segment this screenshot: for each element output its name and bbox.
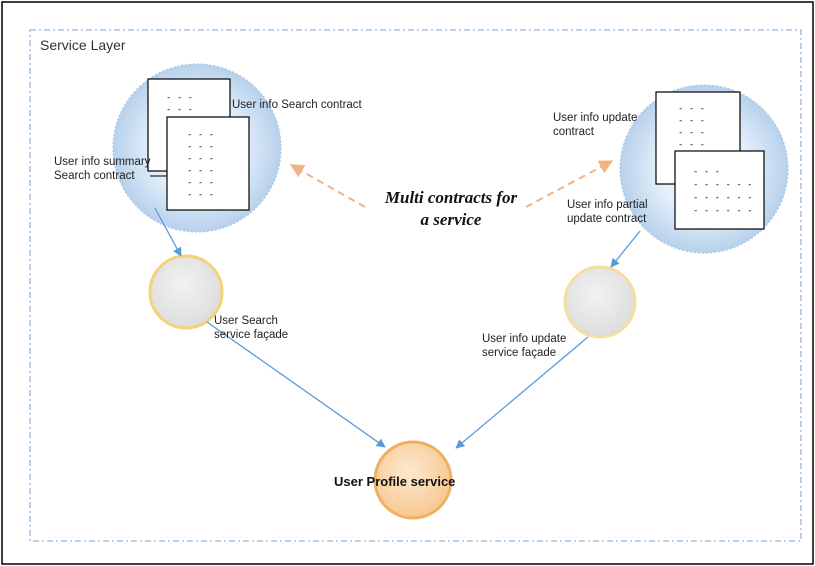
arrow-search-facade-to-core (206, 321, 386, 448)
service-layer-boundary (29, 29, 802, 542)
summary-search-contract-document: - - - - - - - - - - - - - - - - - - (166, 116, 250, 211)
partial-update-contract-label-line1: User info partial (567, 199, 648, 211)
svg-text:- - -: - - - (678, 128, 705, 138)
arrow-multi-contracts-right (525, 160, 614, 208)
svg-text:- - - - - -: - - - - - - (693, 193, 753, 203)
multi-contracts-note-line1: Multi contracts for (384, 188, 518, 207)
partial-update-contract-document: - - - - - - - - - - - - - - - - - - - - … (674, 150, 765, 230)
svg-text:- - -: - - - (187, 154, 214, 164)
update-contract-label: User info update contract (553, 111, 637, 139)
update-facade-label: User info update service façade (482, 332, 566, 360)
user-profile-service-node (373, 440, 453, 520)
summary-contract-label-line2: Search contract (54, 170, 135, 182)
service-layer-title: Service Layer (40, 37, 126, 53)
svg-text:- - -: - - - (678, 116, 705, 126)
svg-text:- - - - - -: - - - - - - (693, 180, 753, 190)
search-facade-node (148, 254, 224, 330)
svg-text:- - -: - - - (187, 142, 214, 152)
partial-update-contract-label: User info partial update contract (567, 198, 648, 226)
multi-contracts-note: Multi contracts for a service (370, 187, 532, 231)
search-facade-label-line1: User Search (214, 315, 278, 327)
svg-text:- - -: - - - (187, 130, 214, 140)
svg-text:- - -: - - - (187, 190, 214, 200)
arrow-multi-contracts-left (289, 164, 366, 208)
svg-text:- - -: - - - (678, 104, 705, 114)
update-facade-label-line2: service façade (482, 347, 557, 359)
search-facade-label-line2: service façade (214, 329, 289, 341)
summary-contract-label-line1: User info summary (54, 156, 151, 168)
svg-text:- - -: - - - (166, 105, 193, 115)
user-profile-service-label: User Profile service (334, 474, 456, 489)
arrow-update-facade-to-core (455, 336, 589, 449)
svg-text:- - -: - - - (166, 93, 193, 103)
search-contract-label: User info Search contract (232, 99, 362, 111)
update-facade-label-line1: User info update (482, 333, 567, 345)
svg-text:- - -: - - - (693, 167, 720, 177)
multi-contracts-note-line2: a service (420, 210, 482, 229)
arrow-search-contract-to-facade (154, 207, 182, 257)
summary-contract-label: User info summary Search contract (54, 155, 151, 183)
search-facade-label: User Search service façade (214, 314, 288, 342)
svg-text:- - -: - - - (187, 178, 214, 188)
svg-text:- - - - - -: - - - - - - (693, 206, 753, 216)
svg-text:- - -: - - - (187, 166, 214, 176)
update-facade-node (563, 265, 637, 339)
arrow-update-contract-to-facade (610, 230, 641, 268)
svg-text:- - -: - - - (678, 140, 705, 150)
update-contract-label-line2: contract (553, 126, 594, 138)
update-contract-label-line1: User info update (553, 112, 638, 124)
partial-update-contract-label-line2: update contract (567, 213, 647, 225)
